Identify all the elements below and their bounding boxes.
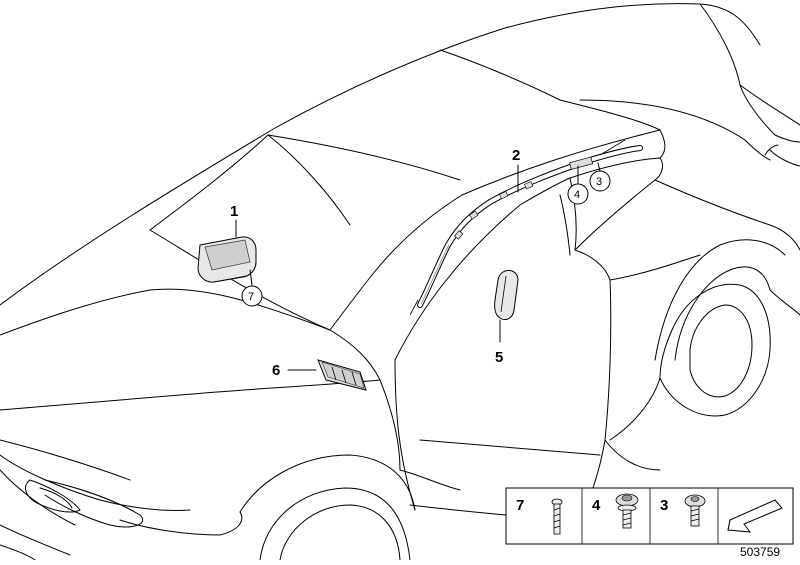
callout-4-circle: 4 [574,189,580,201]
screw-torx-icon [684,494,706,527]
knee-airbag-part [317,359,367,391]
side-airbag-part [494,269,519,321]
curtain-airbag-part [409,139,643,316]
callout-7-circle: 7 [248,291,254,303]
document-number: 503759 [740,545,780,559]
callout-6: 6 [272,362,280,379]
car-outline [0,3,800,561]
screw-long-icon [551,498,563,535]
hardware-legend: 7 4 3 [505,487,794,545]
legend-label-3: 3 [660,497,668,514]
callout-5: 5 [495,349,503,366]
passenger-airbag-part [197,236,257,283]
direction-arrow-icon [727,499,783,533]
callout-1: 1 [230,203,238,220]
callout-2: 2 [512,147,520,164]
legend-label-7: 7 [516,497,524,514]
callout-3-circle: 3 [596,176,602,188]
screw-flange-icon [615,493,639,529]
legend-label-4: 4 [592,497,601,514]
